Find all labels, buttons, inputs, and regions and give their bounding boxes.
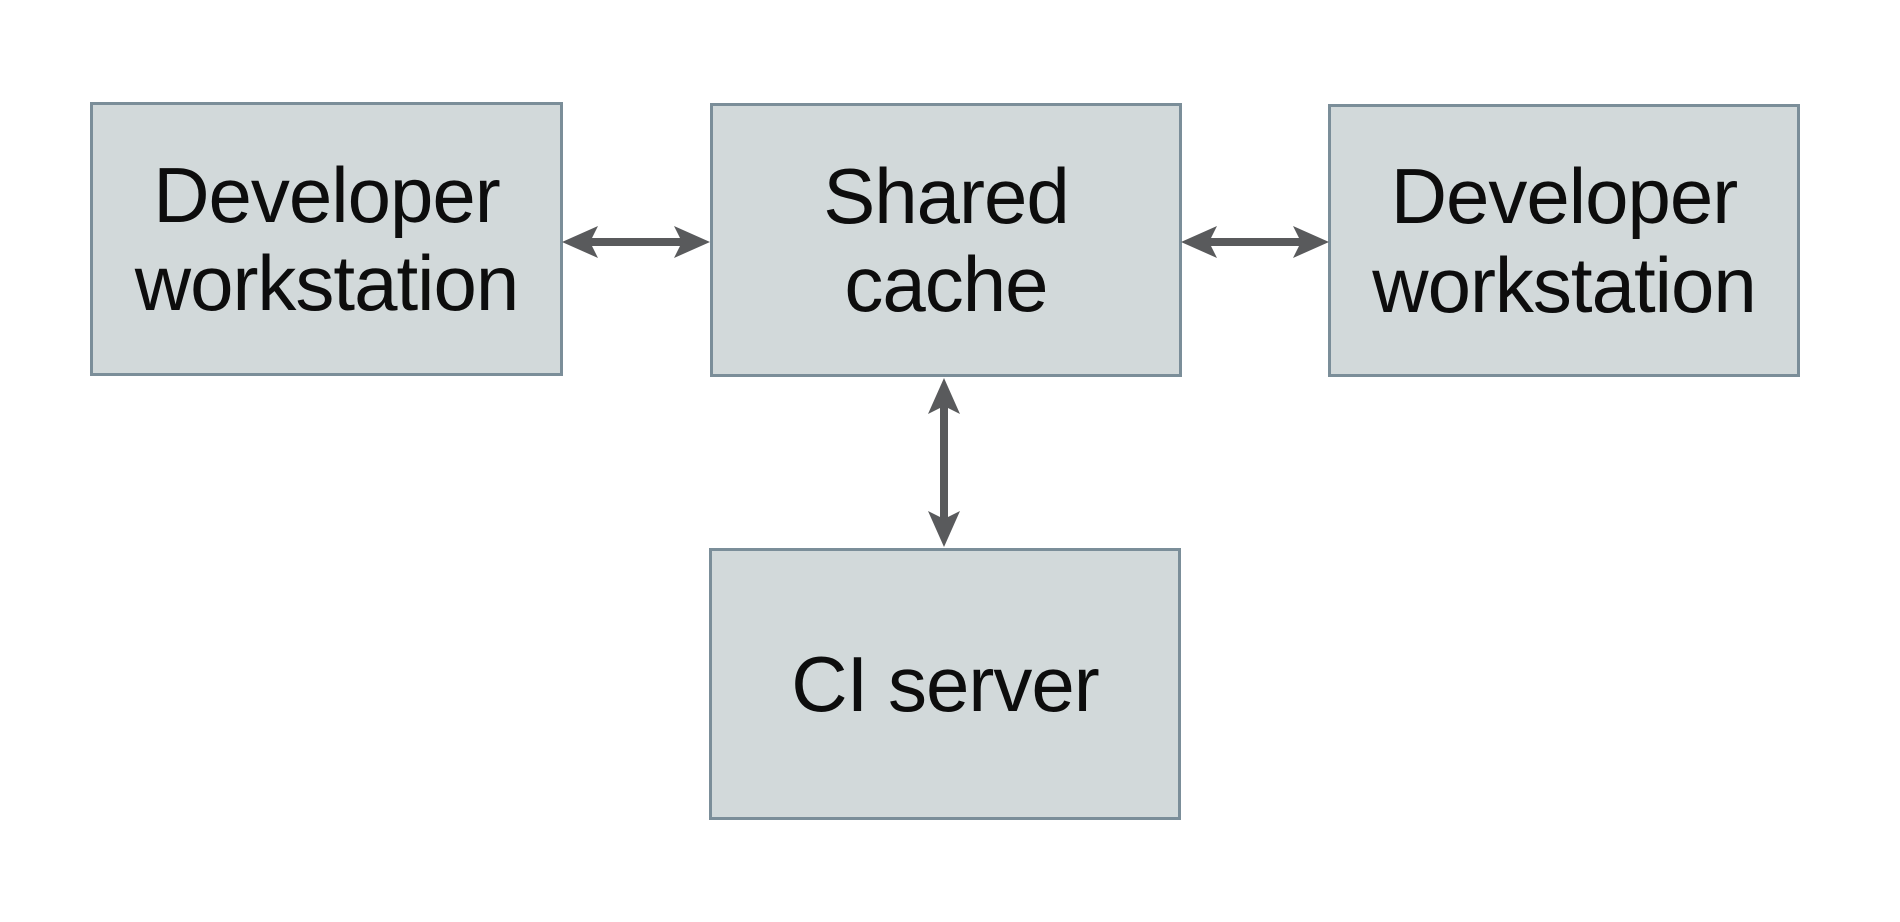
node-label: Developer workstation	[134, 150, 519, 327]
bidirectional-arrow-shared-cache-ci-server	[928, 378, 960, 547]
bidirectional-arrow-left-workstation-shared-cache	[562, 226, 710, 258]
node-label: CI server	[791, 639, 1099, 728]
node-label: Shared cache	[823, 151, 1070, 328]
node-developer-workstation-left: Developer workstation	[90, 102, 563, 376]
node-shared-cache: Shared cache	[710, 103, 1182, 377]
node-developer-workstation-right: Developer workstation	[1328, 104, 1800, 377]
bidirectional-arrow-shared-cache-right-workstation	[1181, 226, 1329, 258]
node-label: Developer workstation	[1372, 152, 1756, 329]
node-ci-server: CI server	[709, 548, 1181, 820]
